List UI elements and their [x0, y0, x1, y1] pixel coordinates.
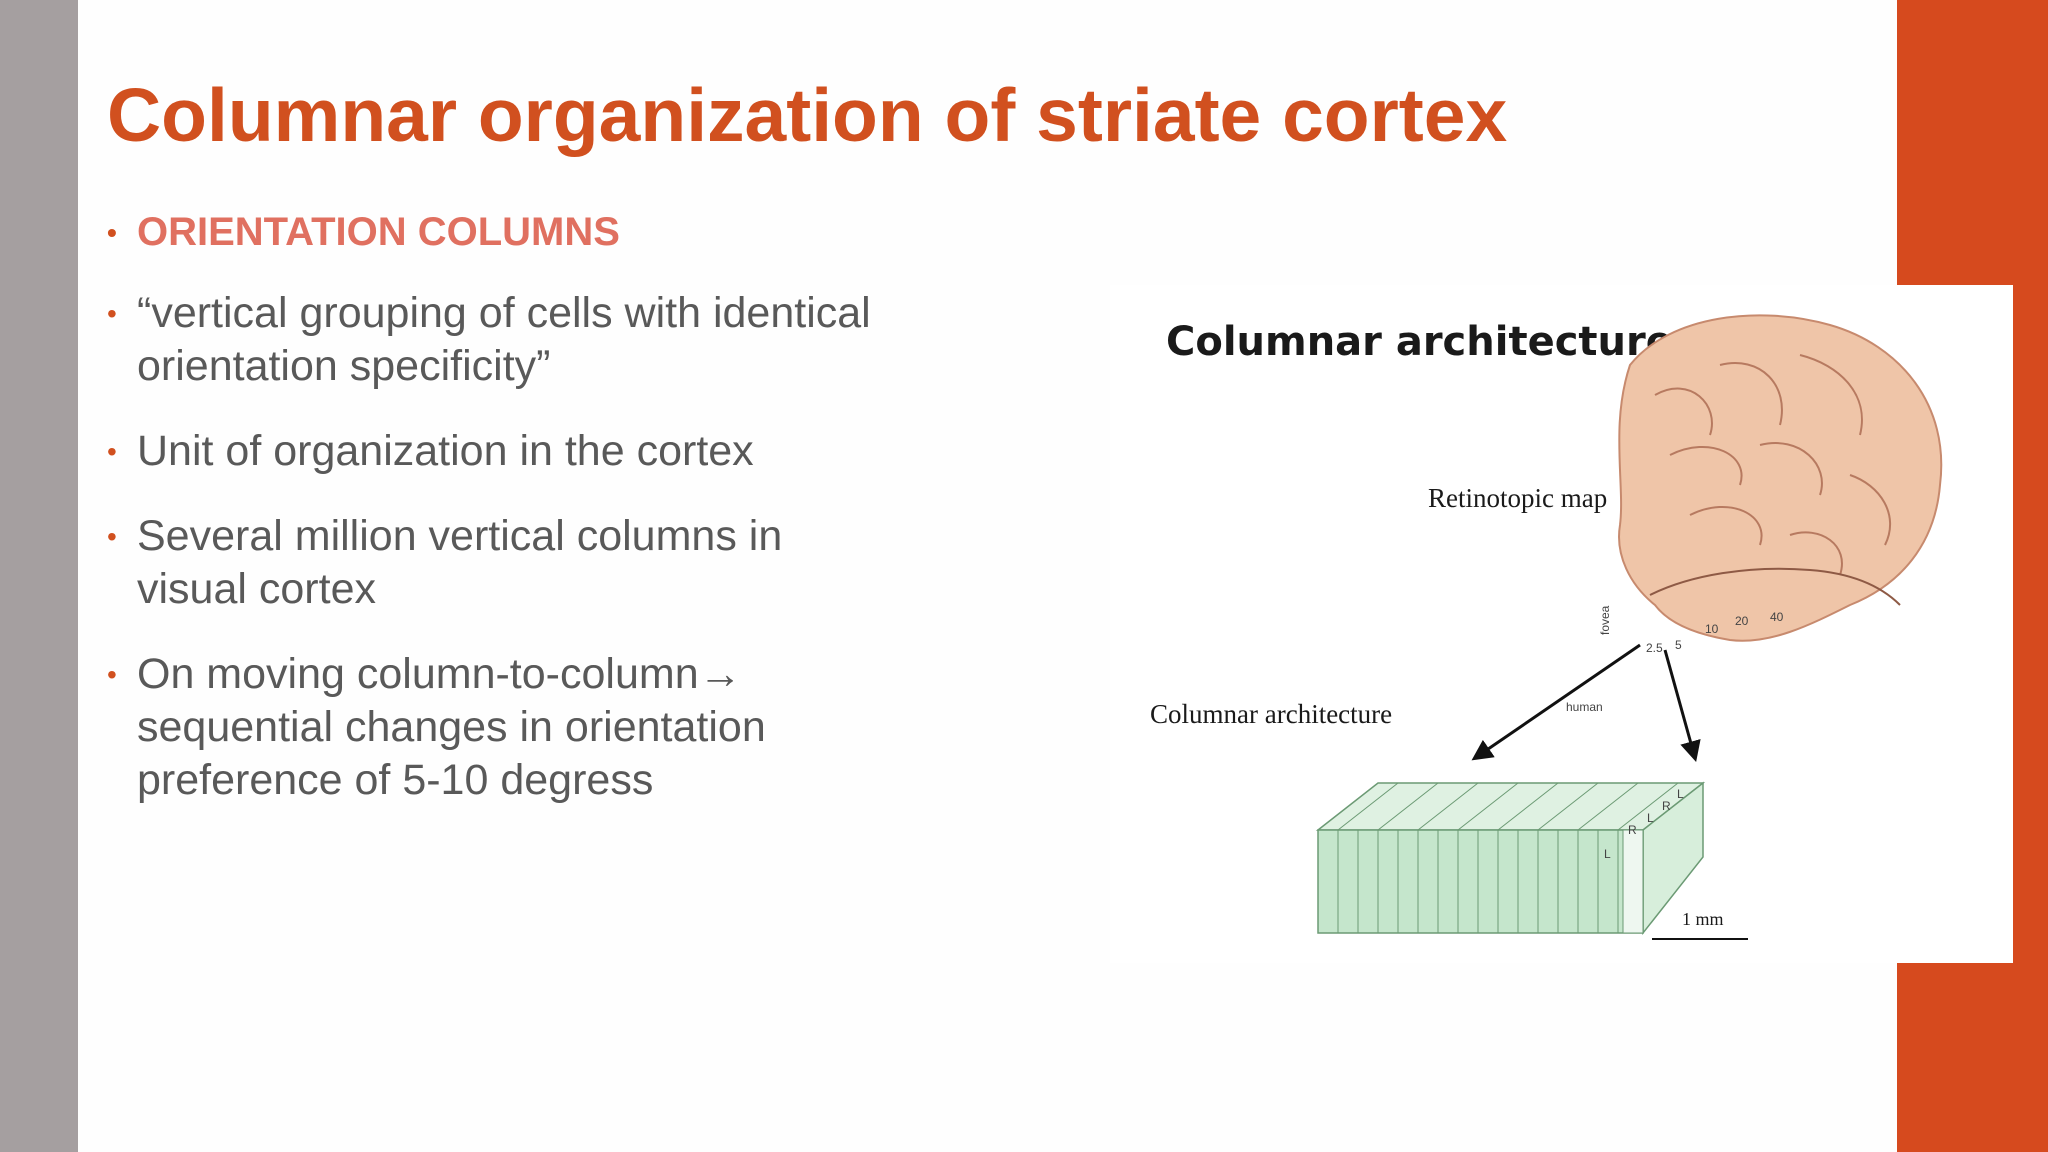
ecc-tick-2-5: 2.5	[1646, 641, 1663, 655]
bullet-text: sequential changes in orientation	[137, 703, 766, 751]
scale-label: 1 mm	[1682, 909, 1724, 929]
column-letter-1: L	[1604, 847, 1611, 861]
bullet-several-million: • Several million vertical columns in vi…	[107, 510, 1007, 616]
column-letter-3: L	[1647, 811, 1654, 825]
fovea-label: fovea	[1598, 605, 1612, 635]
retinotopic-map-label: Retinotopic map	[1428, 483, 1607, 513]
column-letter-2: R	[1628, 823, 1637, 837]
column-letter-5: L	[1677, 787, 1684, 801]
bullet-dot: •	[107, 521, 117, 552]
v1-figure: Columnar architecture of V1 Retinotopic …	[1150, 314, 1943, 940]
bullet-text: Unit of organization in the cortex	[137, 427, 754, 475]
bullet-dot: •	[107, 217, 117, 248]
bullet-text: Several million vertical columns in	[137, 512, 783, 560]
bullet-unit: • Unit of organization in the cortex	[107, 425, 1007, 478]
bullet-orientation-columns: • ORIENTATION COLUMNS	[107, 206, 1007, 259]
columnar-architecture-label: Columnar architecture	[1150, 699, 1392, 729]
column-letter-4: R	[1662, 799, 1671, 813]
bullet-list: • ORIENTATION COLUMNS • “vertical groupi…	[107, 206, 1007, 839]
brain-illustration	[1618, 314, 1943, 642]
bullet-text: ORIENTATION COLUMNS	[137, 210, 620, 254]
ecc-tick-20: 20	[1735, 614, 1749, 628]
bullet-text: On moving column-to-column→	[137, 650, 742, 698]
bullet-definition: • “vertical grouping of cells with ident…	[107, 287, 1007, 393]
bullet-text: orientation specificity”	[137, 342, 551, 390]
column-block	[1315, 781, 1706, 936]
bullet-column-to-column: • On moving column-to-column→ sequential…	[107, 648, 1007, 807]
human-label: human	[1566, 700, 1603, 714]
bullet-text: “vertical grouping of cells with identic…	[137, 289, 871, 337]
bullet-dot: •	[107, 436, 117, 467]
ecc-tick-10: 10	[1705, 622, 1719, 636]
left-decor-bar	[0, 0, 78, 1152]
bullet-text: visual cortex	[137, 565, 376, 613]
arrow-right	[1663, 649, 1701, 763]
bullet-dot: •	[107, 659, 117, 690]
ecc-tick-5: 5	[1675, 638, 1682, 652]
bullet-dot: •	[107, 298, 117, 329]
slide-title: Columnar organization of striate cortex	[107, 73, 1508, 157]
arrow-left	[1471, 643, 1641, 761]
bullet-text: preference of 5-10 degress	[137, 756, 654, 804]
ecc-tick-40: 40	[1770, 610, 1784, 624]
